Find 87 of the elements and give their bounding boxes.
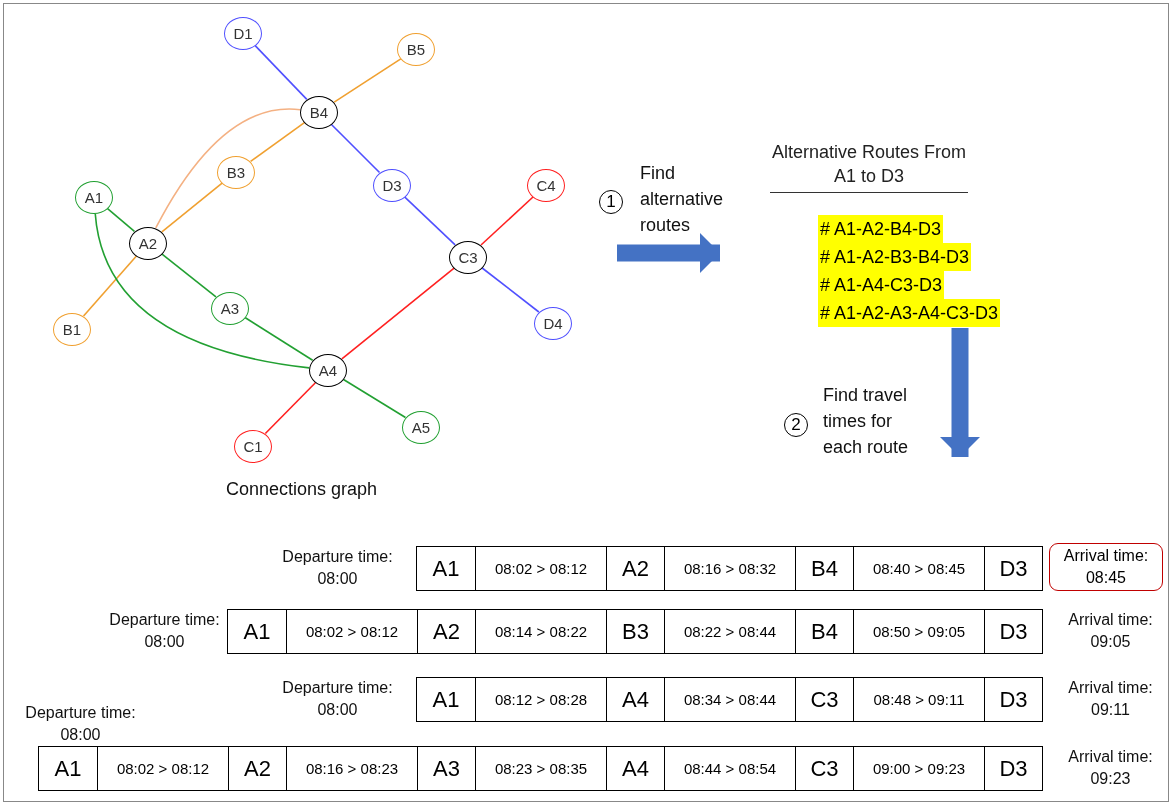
travel-time-cell: 08:50 > 09:05 [853, 610, 984, 653]
station-circle: C3 [449, 240, 487, 274]
travel-time-cell: 08:16 > 08:23 [286, 747, 417, 790]
route-timeline [38, 746, 1043, 791]
connection-line [333, 58, 402, 103]
arrival-time-text: Arrival time: 09:23 [1067, 747, 1154, 789]
departure-time-text: Departure time: 08:00 [281, 678, 394, 720]
routes-heading: Alternative Routes From A1 to D3 [770, 140, 968, 193]
departure-time-text: Departure time: 08:00 [281, 547, 394, 589]
connection-line [155, 108, 301, 229]
connection-line [330, 123, 381, 174]
connection-line [342, 378, 407, 419]
travel-time-cell: 09:00 > 09:23 [853, 747, 984, 790]
highlighted-route: # A1-A4-C3-D3 [818, 271, 945, 299]
travel-time-cell: 08:44 > 08:54 [664, 747, 795, 790]
connection-line [94, 212, 310, 369]
station-cell: A4 [606, 678, 664, 721]
connection-line [481, 267, 540, 313]
station-circle: C1 [234, 429, 272, 463]
station-cell: B3 [606, 610, 664, 653]
travel-time-cell: 08:02 > 08:12 [475, 547, 606, 590]
travel-time-cell: 08:23 > 08:35 [475, 747, 606, 790]
station-cell: A2 [417, 610, 475, 653]
travel-time-cell: 08:02 > 08:12 [286, 610, 417, 653]
station-circle: B5 [397, 32, 435, 66]
connection-line [341, 267, 455, 360]
station-cell: A2 [606, 547, 664, 590]
connection-line [480, 196, 534, 246]
station-circle: B3 [217, 155, 255, 189]
station-circle: C4 [527, 168, 565, 202]
departure-time-text: Departure time: 08:00 [24, 703, 137, 745]
station-circle: D4 [534, 306, 572, 340]
station-cell: D3 [984, 678, 1042, 721]
highlighted-route: # A1-A2-B3-B4-D3 [818, 243, 972, 271]
travel-time-cell: 08:12 > 08:28 [475, 678, 606, 721]
travel-time-cell: 08:34 > 08:44 [664, 678, 795, 721]
station-cell: D3 [984, 610, 1042, 653]
station-cell: C3 [795, 678, 853, 721]
connection-line [404, 196, 456, 246]
connection-line [254, 44, 308, 101]
block-arrow [617, 233, 720, 273]
station-cell-text: A1 [431, 685, 461, 714]
station-cell: A4 [606, 747, 664, 790]
station-circle: A3 [211, 291, 249, 325]
connection-line [249, 121, 306, 163]
station-cell-text: A1 [53, 754, 83, 783]
travel-time-cell: 08:48 > 09:11 [853, 678, 984, 721]
station-cell: B4 [795, 610, 853, 653]
highlighted-route: # A1-A2-A3-A4-C3-D3 [818, 299, 1001, 327]
connection-line [106, 207, 136, 233]
station-cell-text: A1 [242, 617, 272, 646]
station-cell: B4 [795, 547, 853, 590]
travel-time-cell: 08:02 > 08:12 [97, 747, 228, 790]
station-circle: A5 [402, 410, 440, 444]
highlighted-route: # A1-A2-B4-D3 [818, 215, 944, 243]
route-timeline [416, 546, 1043, 591]
station-cell: D3 [984, 747, 1042, 790]
station-cell-text: A1 [431, 554, 461, 583]
connection-line [161, 182, 223, 233]
connection-line [161, 253, 217, 298]
station-circle: D3 [373, 168, 411, 202]
station-circle: D1 [224, 16, 262, 50]
travel-time-cell: 08:22 > 08:44 [664, 610, 795, 653]
connection-line [82, 255, 138, 317]
station-circle: B1 [53, 312, 91, 346]
departure-time-text: Departure time: 08:00 [108, 610, 221, 652]
travel-time-cell: 08:40 > 08:45 [853, 547, 984, 590]
step-text: Find travel times for each route [823, 384, 910, 459]
station-cell: D3 [984, 547, 1042, 590]
connection-line [244, 316, 314, 362]
station-circle: B4 [300, 95, 338, 129]
station-cell: C3 [795, 747, 853, 790]
travel-time-cell: 08:14 > 08:22 [475, 610, 606, 653]
route-timeline [416, 677, 1043, 722]
arrival-time-box: Arrival time: 08:45 [1049, 543, 1163, 591]
connection-line [264, 381, 317, 435]
station-cell: A2 [228, 747, 286, 790]
arrival-time-text: Arrival time: 09:05 [1067, 610, 1154, 652]
graph-caption: Connections graph [226, 478, 378, 501]
step-text: Find alternative routes [640, 162, 725, 237]
station-circle: A4 [309, 353, 347, 387]
station-cell: A3 [417, 747, 475, 790]
station-circle: A2 [129, 226, 167, 260]
station-circle: A1 [75, 180, 113, 214]
travel-time-cell: 08:16 > 08:32 [664, 547, 795, 590]
route-timeline [227, 609, 1043, 654]
arrival-time-text: Arrival time: 09:11 [1067, 678, 1154, 720]
